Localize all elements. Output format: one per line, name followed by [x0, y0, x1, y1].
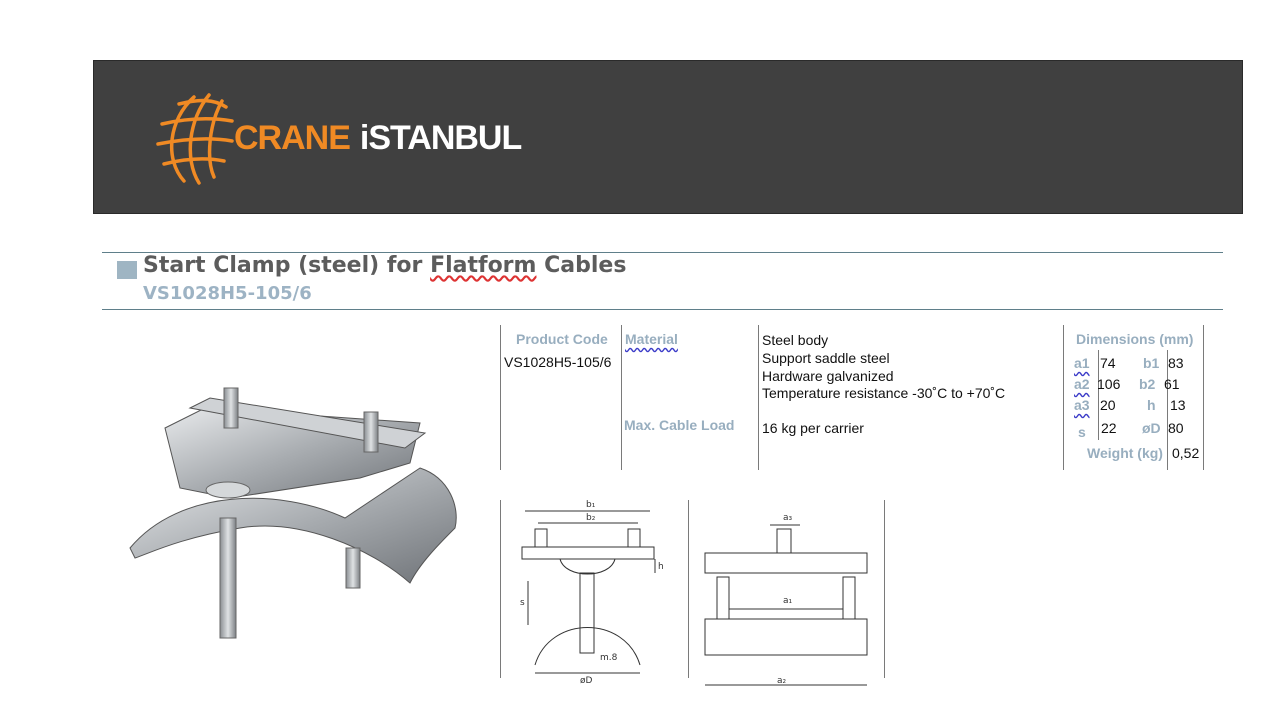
page-subtitle: VS1028H5-105/6: [143, 283, 312, 304]
dim-value: 61: [1164, 376, 1180, 392]
spec-table-divider: [1203, 325, 1204, 470]
title-bottom-rule: [102, 309, 1223, 310]
dim-key: a3: [1074, 397, 1090, 413]
title-top-rule: [102, 252, 1223, 253]
title-suffix: Cables: [536, 253, 627, 278]
logo-text-crane: CRANE: [234, 119, 351, 157]
spec-table-divider: [758, 325, 759, 470]
product-photo: [129, 387, 457, 639]
material-line-1: Steel body: [762, 332, 829, 348]
max-load-label: Max. Cable Load: [624, 417, 735, 433]
dim-value: 74: [1100, 355, 1116, 371]
dim-key: b1: [1143, 355, 1160, 371]
dim-label-h: h: [658, 562, 664, 572]
drawing-divider: [884, 500, 885, 678]
dim-value: 20: [1100, 397, 1116, 413]
dimensions-header: Dimensions (mm): [1076, 331, 1194, 347]
max-load-value: 16 kg per carrier: [762, 420, 864, 436]
globe-logo-icon: [156, 93, 234, 185]
dim-key: a2: [1074, 376, 1090, 392]
dim-table-divider: [1167, 350, 1168, 470]
drawing-divider: [688, 500, 689, 678]
dim-label-m8: m.8: [600, 653, 618, 663]
dim-key: b2: [1139, 376, 1156, 392]
dim-label-a1: a₁: [783, 596, 793, 606]
dim-label-a2: a₂: [777, 676, 787, 686]
drawing-divider: [500, 500, 501, 678]
title-bullet: [117, 261, 137, 279]
dim-label-od: øD: [580, 676, 593, 685]
material-line-4: Temperature resistance -30˚C to +70˚C: [762, 385, 1006, 401]
dim-value: 22: [1101, 420, 1117, 436]
page-title: Start Clamp (steel) for Flatform Cables: [143, 253, 626, 278]
title-prefix: Start Clamp (steel) for: [143, 253, 431, 278]
dim-key: h: [1147, 397, 1156, 413]
dim-key: a1: [1074, 355, 1090, 371]
title-spellcheck-word: Flatform: [430, 253, 537, 278]
dim-label-a3: a₃: [783, 513, 793, 523]
material-label: Material: [625, 331, 678, 347]
dim-value: 80: [1168, 420, 1184, 436]
dim-label-b1: b₁: [586, 500, 596, 510]
dim-label-b2: b₂: [586, 513, 596, 523]
dim-key: øD: [1142, 420, 1161, 436]
front-view-drawing: a₃ a₁ a₂: [704, 513, 868, 686]
material-line-3: Hardware galvanized: [762, 368, 894, 384]
side-view-drawing: b₁ b₂ h s m.8 øD: [520, 500, 664, 685]
product-code-label: Product Code: [516, 331, 608, 347]
dim-table-divider: [1098, 350, 1099, 440]
dim-value: 83: [1168, 355, 1184, 371]
material-line-2: Support saddle steel: [762, 350, 890, 366]
dim-label-s: s: [520, 598, 525, 608]
dim-key: s: [1078, 424, 1086, 440]
product-code-label-text: Product Code: [516, 331, 608, 347]
weight-label: Weight (kg): [1087, 445, 1163, 461]
spec-table-divider: [621, 325, 622, 470]
dim-value: 106: [1097, 376, 1121, 392]
dim-value: 13: [1170, 397, 1186, 413]
logo-text-istanbul: iSTANBUL: [359, 119, 522, 157]
spec-table-divider: [500, 325, 501, 470]
product-code-value: VS1028H5-105/6: [504, 354, 612, 370]
weight-value: 0,52: [1172, 445, 1200, 461]
spec-table-divider: [1063, 325, 1064, 470]
